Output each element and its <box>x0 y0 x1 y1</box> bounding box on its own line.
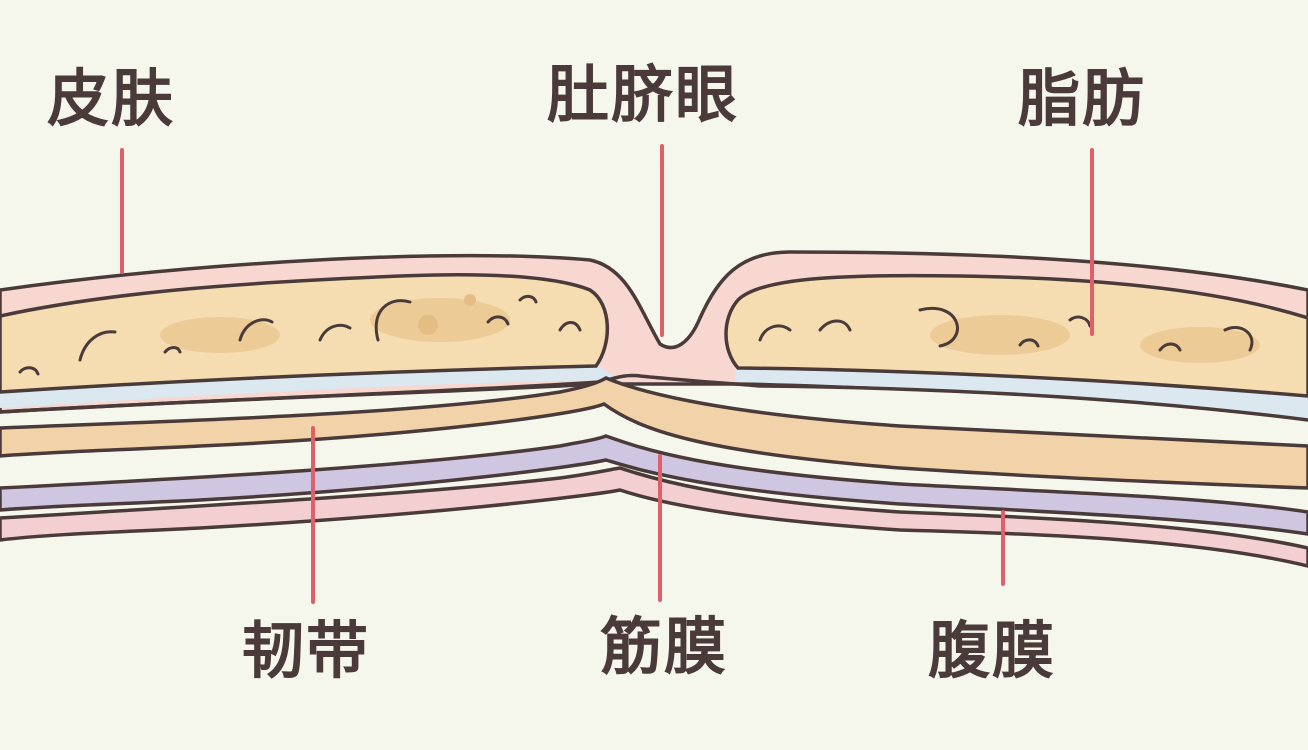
fat-label: 脂肪 <box>1018 62 1147 135</box>
fascia-layer <box>0 434 1308 536</box>
peritoneum-label: 腹膜 <box>928 614 1057 687</box>
peritoneum-layer <box>0 466 1308 568</box>
ligament-label: 韧带 <box>242 614 371 687</box>
blue-layer-outline <box>0 373 1308 422</box>
skin-label: 皮肤 <box>47 62 176 135</box>
fascia-label: 筋膜 <box>600 610 729 683</box>
leader-lines <box>120 144 1094 604</box>
fat-texture-curls <box>18 294 1254 376</box>
blue-layer-left <box>0 366 618 408</box>
ligament-layer <box>0 376 1308 490</box>
navel-label: 肚脐眼 <box>547 58 740 131</box>
